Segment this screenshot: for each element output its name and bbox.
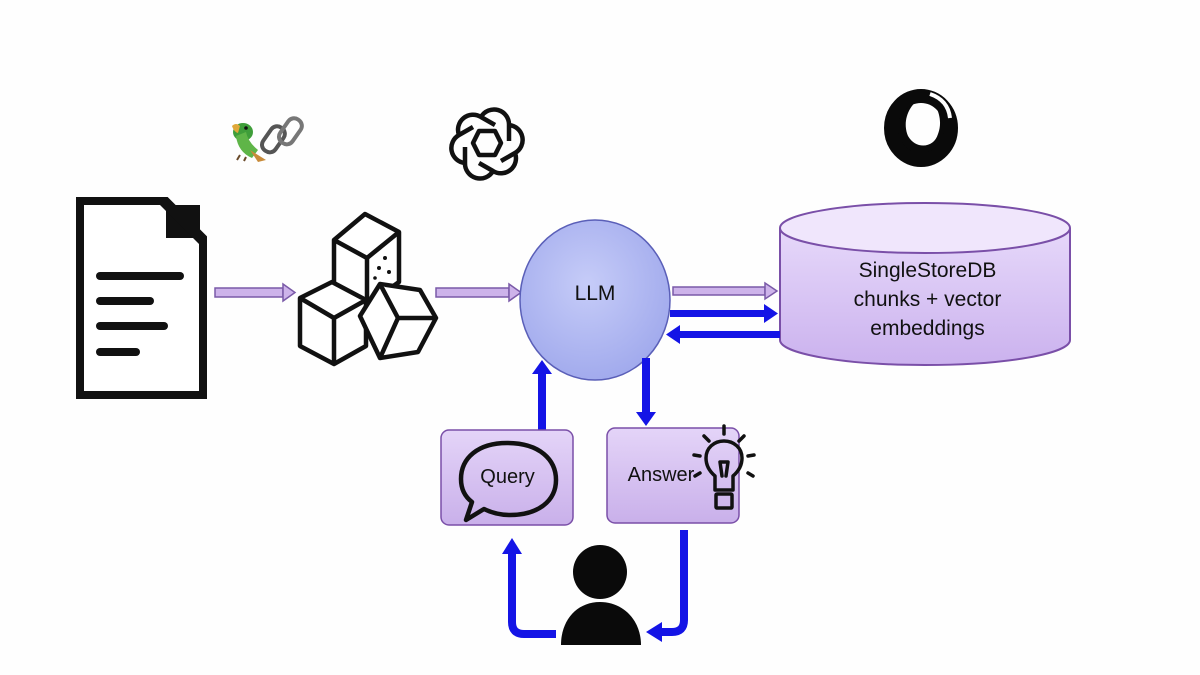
- database-label-line3: embeddings: [870, 317, 985, 340]
- pipeline-arrow-llm-to-db: [672, 281, 779, 301]
- database-label-line2: chunks + vector: [853, 288, 1002, 311]
- llm-label: LLM: [574, 282, 616, 305]
- lightbulb-icon: [692, 424, 756, 510]
- arrow-llm-to-answer: [636, 358, 656, 426]
- arrow-db-to-llm-results: [666, 325, 780, 344]
- database-label-line1: SingleStoreDB: [858, 259, 997, 282]
- query-box: [440, 429, 574, 526]
- arrow-user-to-query-head: [502, 538, 522, 554]
- arrow-answer-to-user: [660, 530, 688, 636]
- singlestore-logo: [884, 89, 958, 167]
- answer-label: Answer: [627, 464, 695, 486]
- chat-bubble-icon: [458, 440, 559, 523]
- document-icon: [76, 197, 207, 399]
- arrow-llm-to-db-query: [670, 304, 778, 323]
- user-icon: [561, 545, 641, 645]
- pipeline-arrow-document-to-chunks: [214, 282, 297, 303]
- query-label: Query: [480, 466, 535, 488]
- langchain-logo: [232, 116, 304, 162]
- cubes-icon: [297, 211, 439, 367]
- openai-logo: [449, 107, 525, 181]
- pipeline-arrow-chunks-to-llm: [435, 282, 523, 303]
- database-label: SingleStoreDB chunks + vector embeddings: [790, 256, 1065, 343]
- singlestoredb-cylinder: [779, 202, 1071, 366]
- arrow-query-to-llm: [532, 360, 552, 430]
- llm-node: [519, 219, 671, 381]
- arrow-answer-to-user-head: [646, 622, 662, 642]
- arrow-user-to-query: [508, 552, 556, 638]
